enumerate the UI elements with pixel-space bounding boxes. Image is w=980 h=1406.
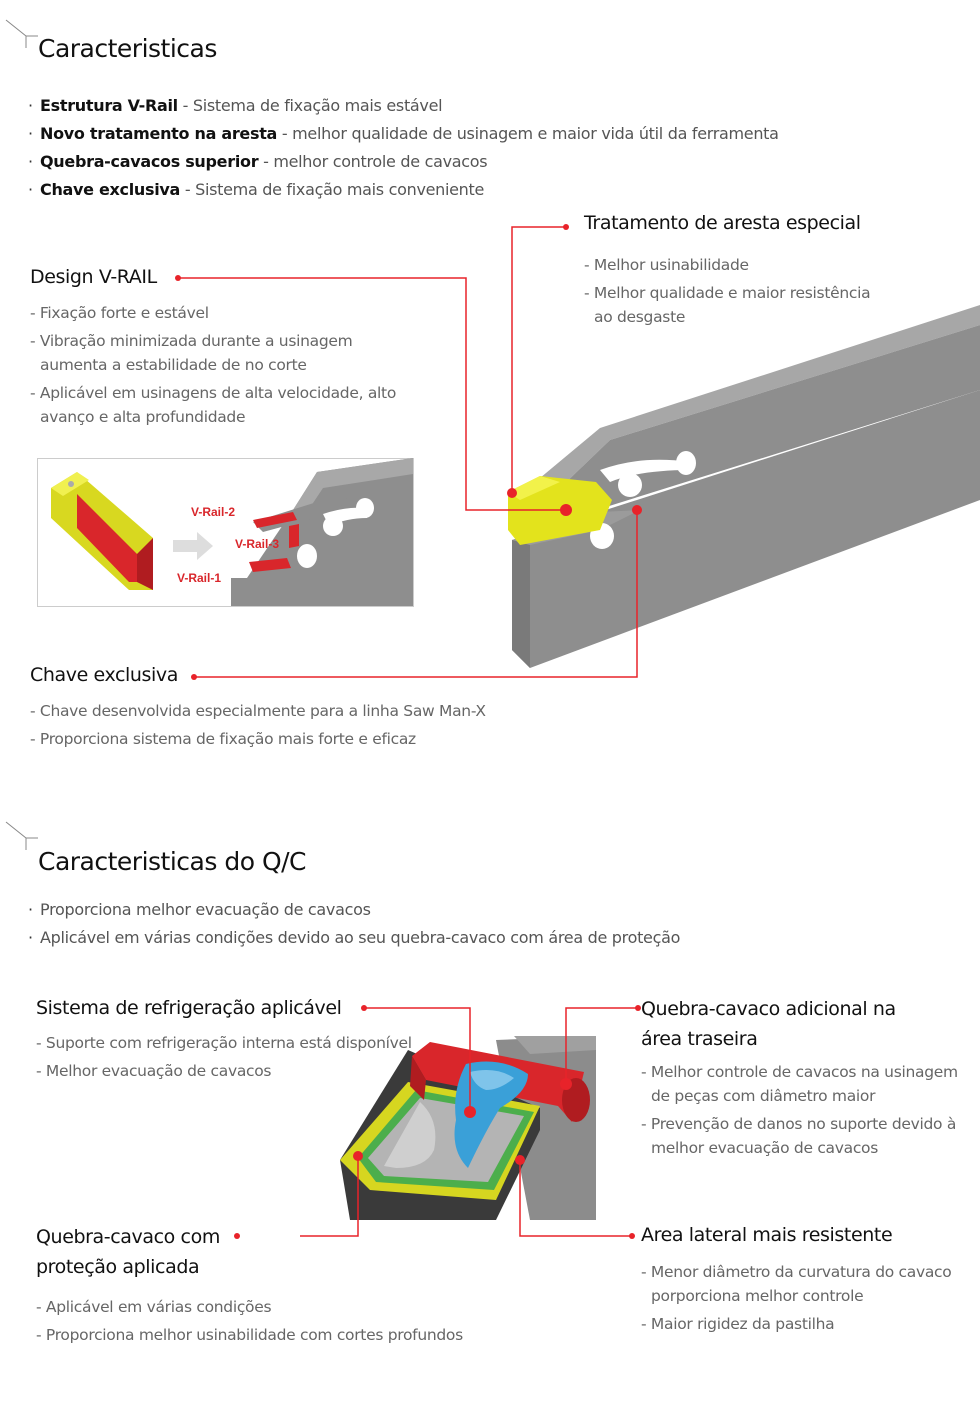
side-area-list: Menor diâmetro da curvatura do cavaco po… <box>641 1260 971 1340</box>
heading-line: Quebra-cavaco adicional na <box>641 998 896 1020</box>
list-item: Melhor qualidade e maior resistência ao … <box>584 281 884 329</box>
list-item: ·Quebra-cavacos superior - melhor contro… <box>28 152 488 171</box>
list-item: Aplicável em usinagens de alta velocidad… <box>30 381 410 429</box>
vrail-2-label: V-Rail-2 <box>191 505 235 519</box>
section-title: Caracteristicas do Q/C <box>38 847 307 876</box>
vrail-1-label: V-Rail-1 <box>177 571 221 585</box>
section-title: Caracteristicas <box>38 34 217 63</box>
list-item: Vibração minimizada durante a usinagem a… <box>30 329 410 377</box>
rear-breaker-list: Melhor controle de cavacos na usinagem d… <box>641 1060 971 1164</box>
list-item: Fixação forte e estável <box>30 301 410 325</box>
qc-bullet-list: ·Proporciona melhor evacuação de cavacos… <box>28 896 680 952</box>
coolant-heading: Sistema de refrigeração aplicável <box>36 997 342 1019</box>
list-item: Suporte com refrigeração interna está di… <box>36 1031 436 1055</box>
rear-breaker-heading: Quebra-cavaco adicional na área traseira <box>641 994 896 1054</box>
list-item: ·Estrutura V-Rail - Sistema de fixação m… <box>28 96 443 115</box>
feature-bullet-list: ·Estrutura V-Rail - Sistema de fixação m… <box>28 92 779 204</box>
vrail-heading: Design V-RAIL <box>30 266 157 288</box>
list-item: ·Aplicável em várias condições devido ao… <box>28 928 681 947</box>
section-corner-icon <box>5 19 38 48</box>
vrail-inset-diagram: V-Rail-2 V-Rail-3 V-Rail-1 <box>37 458 414 607</box>
qc-insert-illustration <box>300 1005 641 1239</box>
list-item: Proporciona sistema de fixação mais fort… <box>30 727 550 751</box>
protected-breaker-heading: Quebra-cavaco com proteção aplicada <box>36 1222 220 1282</box>
edge-treatment-heading: Tratamento de aresta especial <box>584 212 861 234</box>
key-list: Chave desenvolvida especialmente para a … <box>30 699 550 755</box>
list-item: Melhor evacuação de cavacos <box>36 1059 436 1083</box>
heading-line: Quebra-cavaco com <box>36 1226 220 1248</box>
coolant-list: Suporte com refrigeração interna está di… <box>36 1031 436 1087</box>
side-area-heading: Area lateral mais resistente <box>641 1224 893 1246</box>
list-item: Proporciona melhor usinabilidade com cor… <box>36 1323 516 1347</box>
list-item: ·Novo tratamento na aresta - melhor qual… <box>28 124 779 143</box>
list-item: Menor diâmetro da curvatura do cavaco po… <box>641 1260 971 1308</box>
vrail-list: Fixação forte e estável Vibração minimiz… <box>30 301 410 433</box>
protected-breaker-list: Aplicável em várias condições Proporcion… <box>36 1295 516 1351</box>
edge-treatment-list: Melhor usinabilidade Melhor qualidade e … <box>584 253 884 333</box>
key-heading: Chave exclusiva <box>30 664 179 686</box>
heading-line: proteção aplicada <box>36 1256 200 1278</box>
list-item: Prevenção de danos no suporte devido à m… <box>641 1112 971 1160</box>
list-item: Chave desenvolvida especialmente para a … <box>30 699 550 723</box>
list-item: ·Chave exclusiva - Sistema de fixação ma… <box>28 180 485 199</box>
leader-dot <box>234 1233 240 1239</box>
section-corner-icon <box>5 821 38 850</box>
list-item: Melhor usinabilidade <box>584 253 884 277</box>
list-item: ·Proporciona melhor evacuação de cavacos <box>28 900 371 919</box>
list-item: Maior rigidez da pastilha <box>641 1312 971 1336</box>
heading-line: área traseira <box>641 1028 758 1050</box>
list-item: Melhor controle de cavacos na usinagem d… <box>641 1060 971 1108</box>
vrail-3-label: V-Rail-3 <box>235 537 279 551</box>
list-item: Aplicável em várias condições <box>36 1295 516 1319</box>
blade-illustration <box>175 224 980 680</box>
